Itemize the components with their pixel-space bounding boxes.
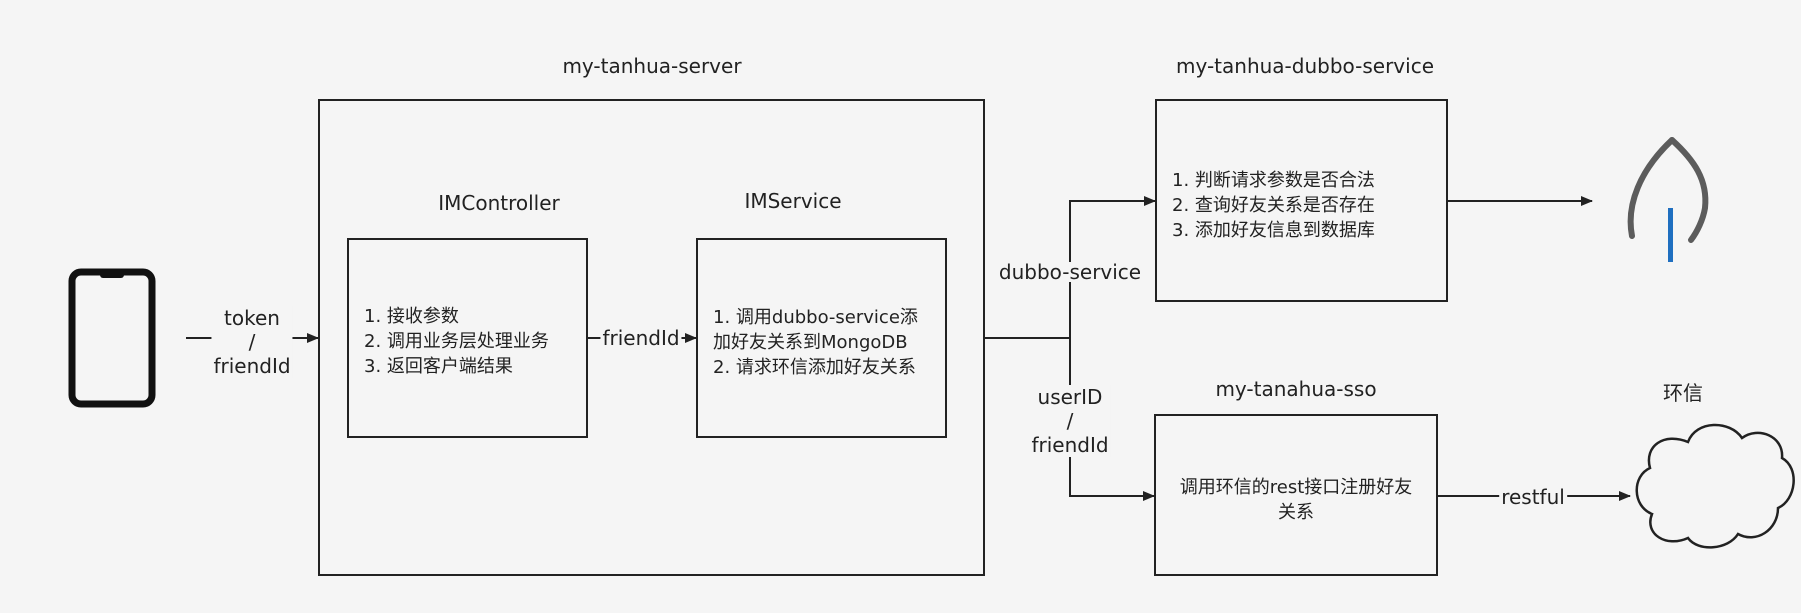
service-line: 2. 请求环信添加好友关系: [713, 357, 916, 378]
controller-steps: 1. 接收参数 2. 调用业务层处理业务 3. 返回客户端结果: [364, 304, 549, 379]
edge-label-dubbo: dubbo-service: [996, 260, 1144, 284]
edge-label-sso: userID / friendId: [1029, 385, 1111, 457]
sso-lines: 调用环信的rest接口注册好友 关系: [1180, 475, 1413, 525]
dubbo-step: 3. 添加好友信息到数据库: [1172, 220, 1375, 241]
huanxin-title: 环信: [1663, 381, 1703, 405]
dubbo-title: my-tanhua-dubbo-service: [1175, 54, 1435, 78]
edge-label-line: token: [224, 306, 280, 330]
sso-line: 关系: [1277, 502, 1314, 523]
sso-title: my-tanahua-sso: [1215, 377, 1377, 401]
controller-title: IMController: [438, 191, 560, 215]
edge-label-line: /: [248, 330, 256, 354]
dubbo-step: 1. 判断请求参数是否合法: [1172, 170, 1375, 191]
cloud-icon: [1635, 423, 1795, 549]
edge-label-client-controller: token / friendId: [211, 306, 293, 378]
service-line: 加好友关系到MongoDB: [713, 332, 908, 353]
mongodb-leaf-icon: [1627, 137, 1709, 262]
edge-label-line: friendId: [213, 354, 291, 378]
controller-step: 1. 接收参数: [364, 306, 459, 327]
sso-line: 调用环信的rest接口注册好友: [1179, 477, 1413, 498]
dubbo-steps: 1. 判断请求参数是否合法 2. 查询好友关系是否存在 3. 添加好友信息到数据…: [1172, 168, 1375, 243]
dubbo-box: [1155, 99, 1448, 302]
edge-label-line: friendId: [1031, 433, 1109, 457]
service-box: [696, 238, 947, 438]
sso-box: [1154, 414, 1438, 576]
service-lines: 1. 调用dubbo-service添 加好友关系到MongoDB 2. 请求环…: [713, 305, 918, 380]
edge-label-controller-service: friendId: [600, 326, 682, 350]
service-line: 1. 调用dubbo-service添: [713, 307, 918, 328]
server-title: my-tanhua-server: [562, 54, 742, 78]
dubbo-step: 2. 查询好友关系是否存在: [1172, 195, 1375, 216]
controller-step: 3. 返回客户端结果: [364, 356, 513, 377]
edge-label-line: userID: [1037, 385, 1103, 409]
edge-label-restful: restful: [1499, 485, 1567, 509]
service-title: IMService: [744, 189, 842, 213]
controller-step: 2. 调用业务层处理业务: [364, 331, 549, 352]
mobile-phone-icon: [68, 268, 156, 408]
edge-branch-dubbo: [1069, 196, 1156, 338]
server-box: [318, 99, 985, 576]
edge-label-line: /: [1066, 409, 1074, 433]
